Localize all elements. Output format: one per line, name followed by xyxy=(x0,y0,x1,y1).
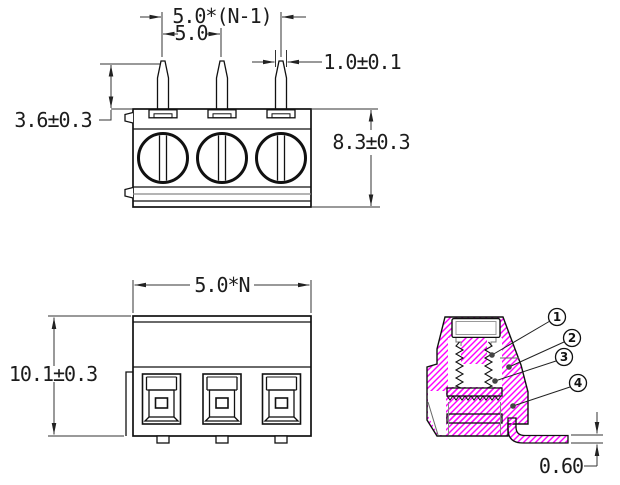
dim-label-pin-length: 3.6±0.3 xyxy=(14,108,92,132)
dim-label-body-height: 8.3±0.3 xyxy=(332,130,410,154)
bottom-view-body xyxy=(125,315,312,444)
front-view-body xyxy=(124,60,312,208)
callout-1: 1 xyxy=(552,310,562,324)
callout-2: 2 xyxy=(567,331,577,345)
section-view xyxy=(426,316,569,444)
dim-label-pitch: 5.0 xyxy=(174,21,208,45)
dim-label-foot-thickness: 0.60 xyxy=(538,454,584,478)
dim-label-pitch-total: 5.0*(N-1) xyxy=(172,4,272,28)
dim-label-total-width: 5.0*N xyxy=(194,273,250,297)
section-callout-leaders xyxy=(489,307,588,409)
wire-opening xyxy=(141,373,182,425)
bottom-view-dimensions xyxy=(48,280,312,437)
dim-label-pin-width: 1.0±0.1 xyxy=(323,50,401,74)
wire-opening xyxy=(202,373,242,425)
callout-4: 4 xyxy=(573,376,583,390)
dim-label-view2-height: 10.1±0.3 xyxy=(8,362,98,386)
wire-opening xyxy=(261,373,302,425)
callout-3: 3 xyxy=(559,350,569,364)
section-foot-dimension xyxy=(571,412,603,467)
front-view-dimensions xyxy=(99,12,380,208)
